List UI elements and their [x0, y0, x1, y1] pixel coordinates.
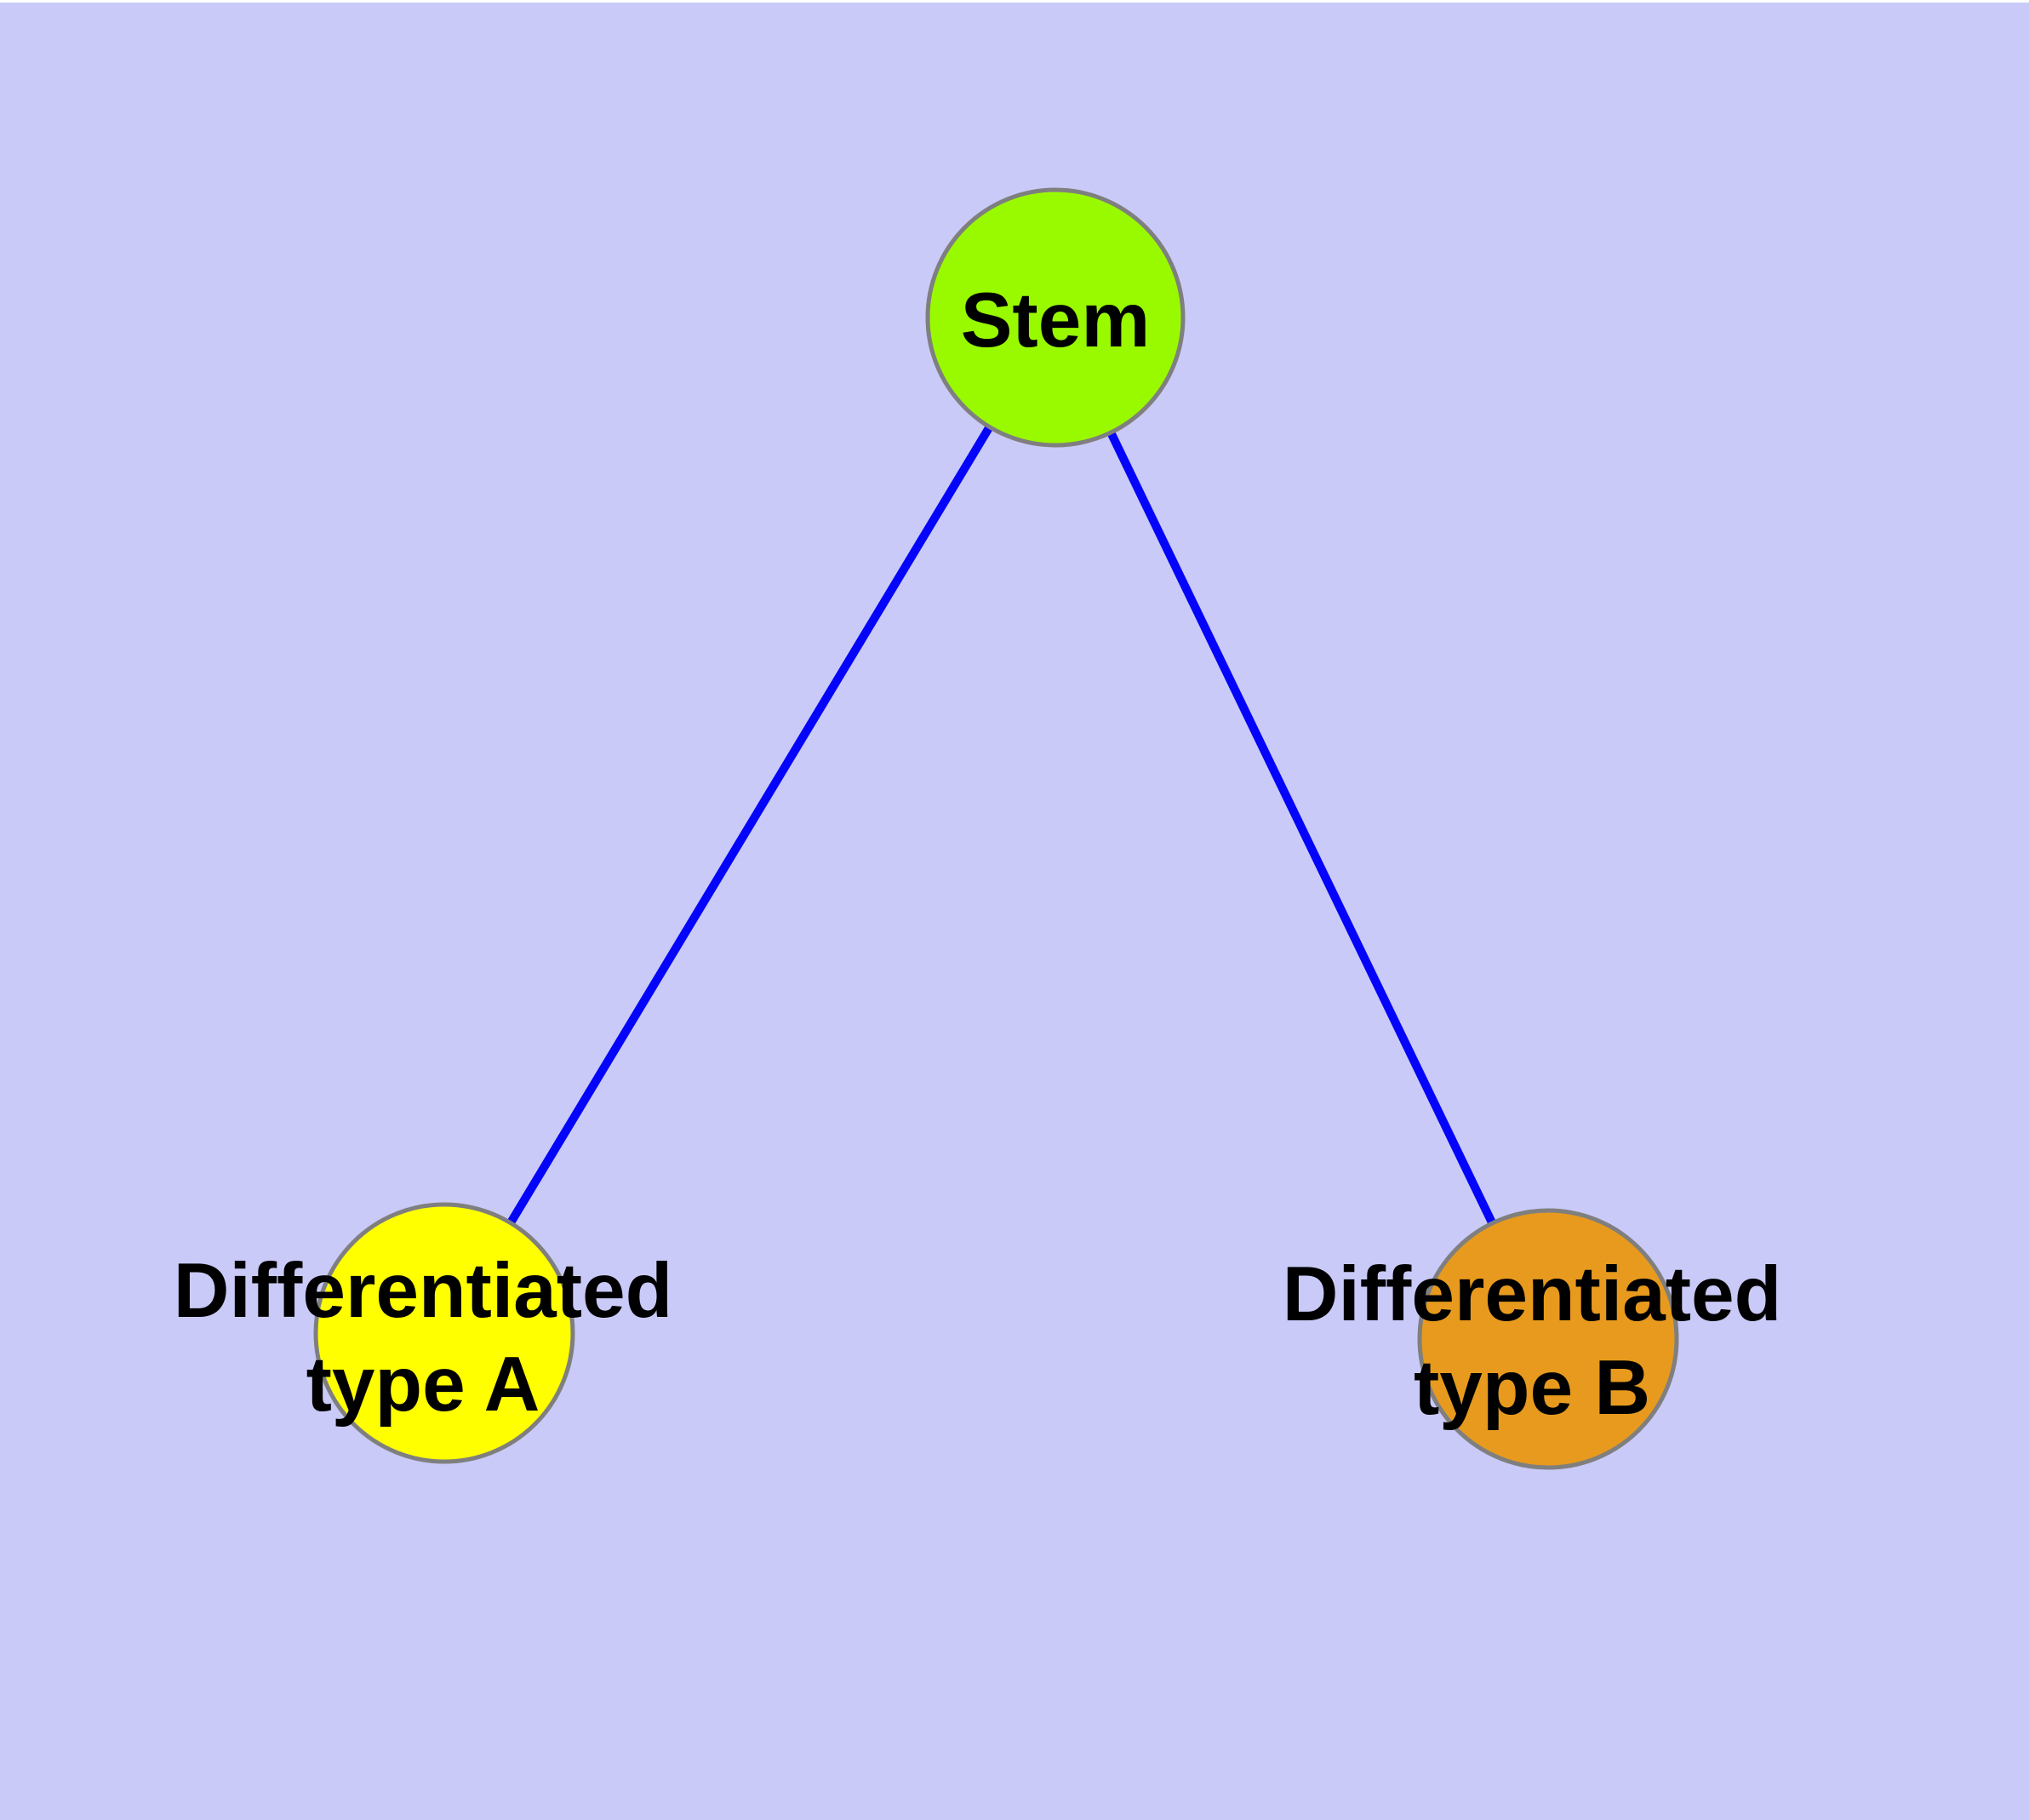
edge-stem-to-differentiated-type-b — [1051, 315, 1552, 1342]
node-label-line: Differentiated — [1283, 1251, 1782, 1337]
node-label-line: type B — [1414, 1345, 1650, 1431]
node-differentiated-type-a — [313, 1202, 575, 1464]
top-margin-strip — [0, 0, 2029, 3]
edge-stem-to-differentiated-type-a — [440, 315, 1060, 1336]
node-label-line: Differentiated — [174, 1248, 673, 1334]
node-label-line: Stem — [961, 278, 1151, 363]
node-stem — [925, 187, 1186, 448]
node-label-line: type A — [306, 1342, 540, 1428]
node-differentiated-type-b — [1417, 1208, 1679, 1470]
node-label-stem: Stem — [961, 278, 1151, 363]
